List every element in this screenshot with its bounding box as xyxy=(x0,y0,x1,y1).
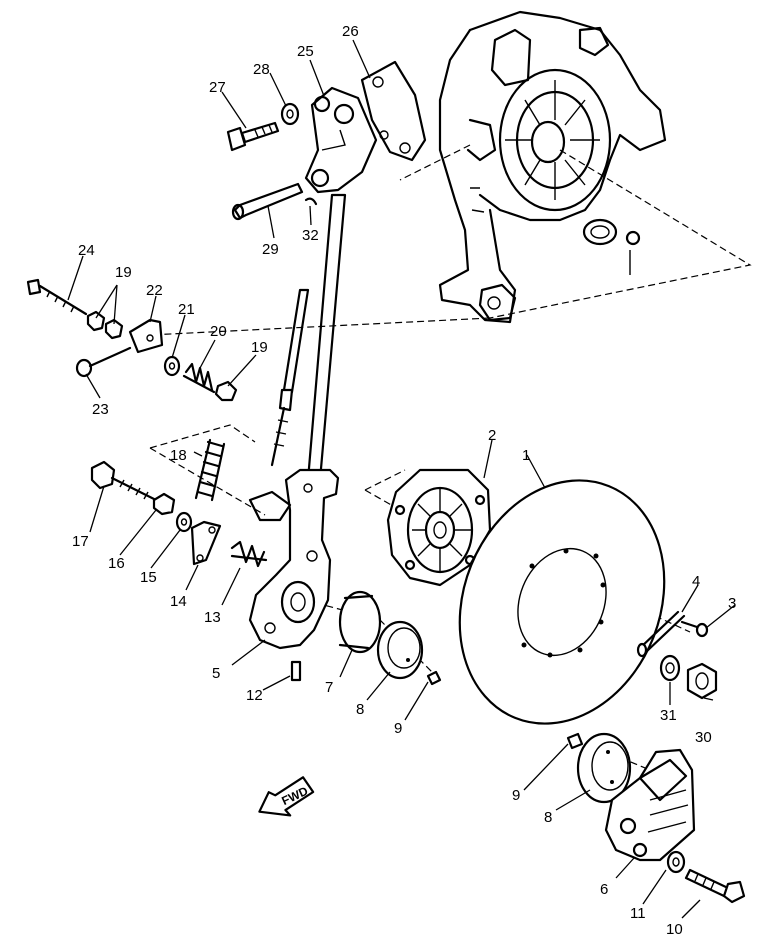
label-19b: 19 xyxy=(251,339,268,356)
label-5: 5 xyxy=(212,665,220,682)
part-8-puck-right xyxy=(576,732,632,804)
part-19-nut xyxy=(86,310,238,402)
label-22: 22 xyxy=(146,282,163,299)
part-22-bracket-plate xyxy=(128,318,164,354)
label-4: 4 xyxy=(692,573,700,590)
leader-lines xyxy=(67,39,736,919)
label-26: 26 xyxy=(342,23,359,40)
part-5-caliper-body xyxy=(248,468,340,650)
label-2: 2 xyxy=(488,427,496,444)
label-6: 6 xyxy=(600,881,608,898)
label-10: 10 xyxy=(666,921,683,938)
part-21-washer xyxy=(163,355,181,377)
part-15-washer xyxy=(175,511,193,533)
label-17: 17 xyxy=(72,533,89,550)
part-10-bolt xyxy=(684,868,746,904)
part-12-pin xyxy=(290,660,302,682)
label-23: 23 xyxy=(92,401,109,418)
label-13: 13 xyxy=(204,609,221,626)
label-19: 19 xyxy=(115,264,132,281)
label-27: 27 xyxy=(209,79,226,96)
part-29-pin xyxy=(231,182,304,221)
part-14-link xyxy=(190,520,222,566)
part-20-spring xyxy=(182,362,216,394)
part-25-bracket xyxy=(304,86,378,194)
part-31-washer xyxy=(659,654,681,682)
engine-housing xyxy=(438,10,667,324)
part-7-pad xyxy=(338,590,382,654)
part-3-screw xyxy=(680,620,709,638)
label-11: 11 xyxy=(630,905,646,922)
fwd-direction-marker: FWD xyxy=(258,776,315,817)
label-8: 8 xyxy=(356,701,364,718)
label-29: 29 xyxy=(262,241,279,258)
part-16-nut xyxy=(152,492,176,516)
label-9b: 9 xyxy=(512,787,520,804)
label-20: 20 xyxy=(210,323,227,340)
label-24: 24 xyxy=(78,242,95,259)
label-8b: 8 xyxy=(544,809,552,826)
part-17-bolt xyxy=(90,460,158,502)
label-31: 31 xyxy=(660,707,677,724)
part-1-brake-disc xyxy=(458,479,666,725)
label-15: 15 xyxy=(140,569,157,586)
control-cable xyxy=(270,288,310,467)
label-32: 32 xyxy=(302,227,319,244)
part-2-hub xyxy=(386,468,492,587)
part-27-bolt xyxy=(226,121,280,152)
part-number-labels: 1 2 3 4 5 6 7 8 8 9 9 10 11 12 13 14 15 … xyxy=(72,23,736,938)
part-18-spring xyxy=(194,438,226,502)
part-4-stud xyxy=(636,610,686,658)
label-16: 16 xyxy=(108,555,125,572)
label-21: 21 xyxy=(178,301,195,318)
label-12: 12 xyxy=(246,687,263,704)
part-28-washer xyxy=(280,102,300,126)
label-25: 25 xyxy=(297,43,314,60)
label-3: 3 xyxy=(728,595,736,612)
part-26-gasket xyxy=(360,60,427,162)
label-14: 14 xyxy=(170,593,187,610)
label-28: 28 xyxy=(253,61,270,78)
part-32-clip xyxy=(304,197,318,206)
part-11-washer xyxy=(666,850,686,874)
part-9-screw-right xyxy=(566,732,584,750)
part-9-screw-left xyxy=(426,670,442,686)
label-1: 1 xyxy=(522,447,530,464)
part-24-long-bolt xyxy=(26,278,88,316)
part-8-puck-left xyxy=(376,620,424,680)
part-13-spring xyxy=(230,540,268,568)
part-23-screw xyxy=(75,346,132,378)
part-6-caliper-half xyxy=(604,748,696,862)
part-30-nut xyxy=(686,662,718,700)
label-9: 9 xyxy=(394,720,402,737)
label-18: 18 xyxy=(170,447,187,464)
label-30: 30 xyxy=(695,729,712,746)
label-7: 7 xyxy=(325,679,333,696)
